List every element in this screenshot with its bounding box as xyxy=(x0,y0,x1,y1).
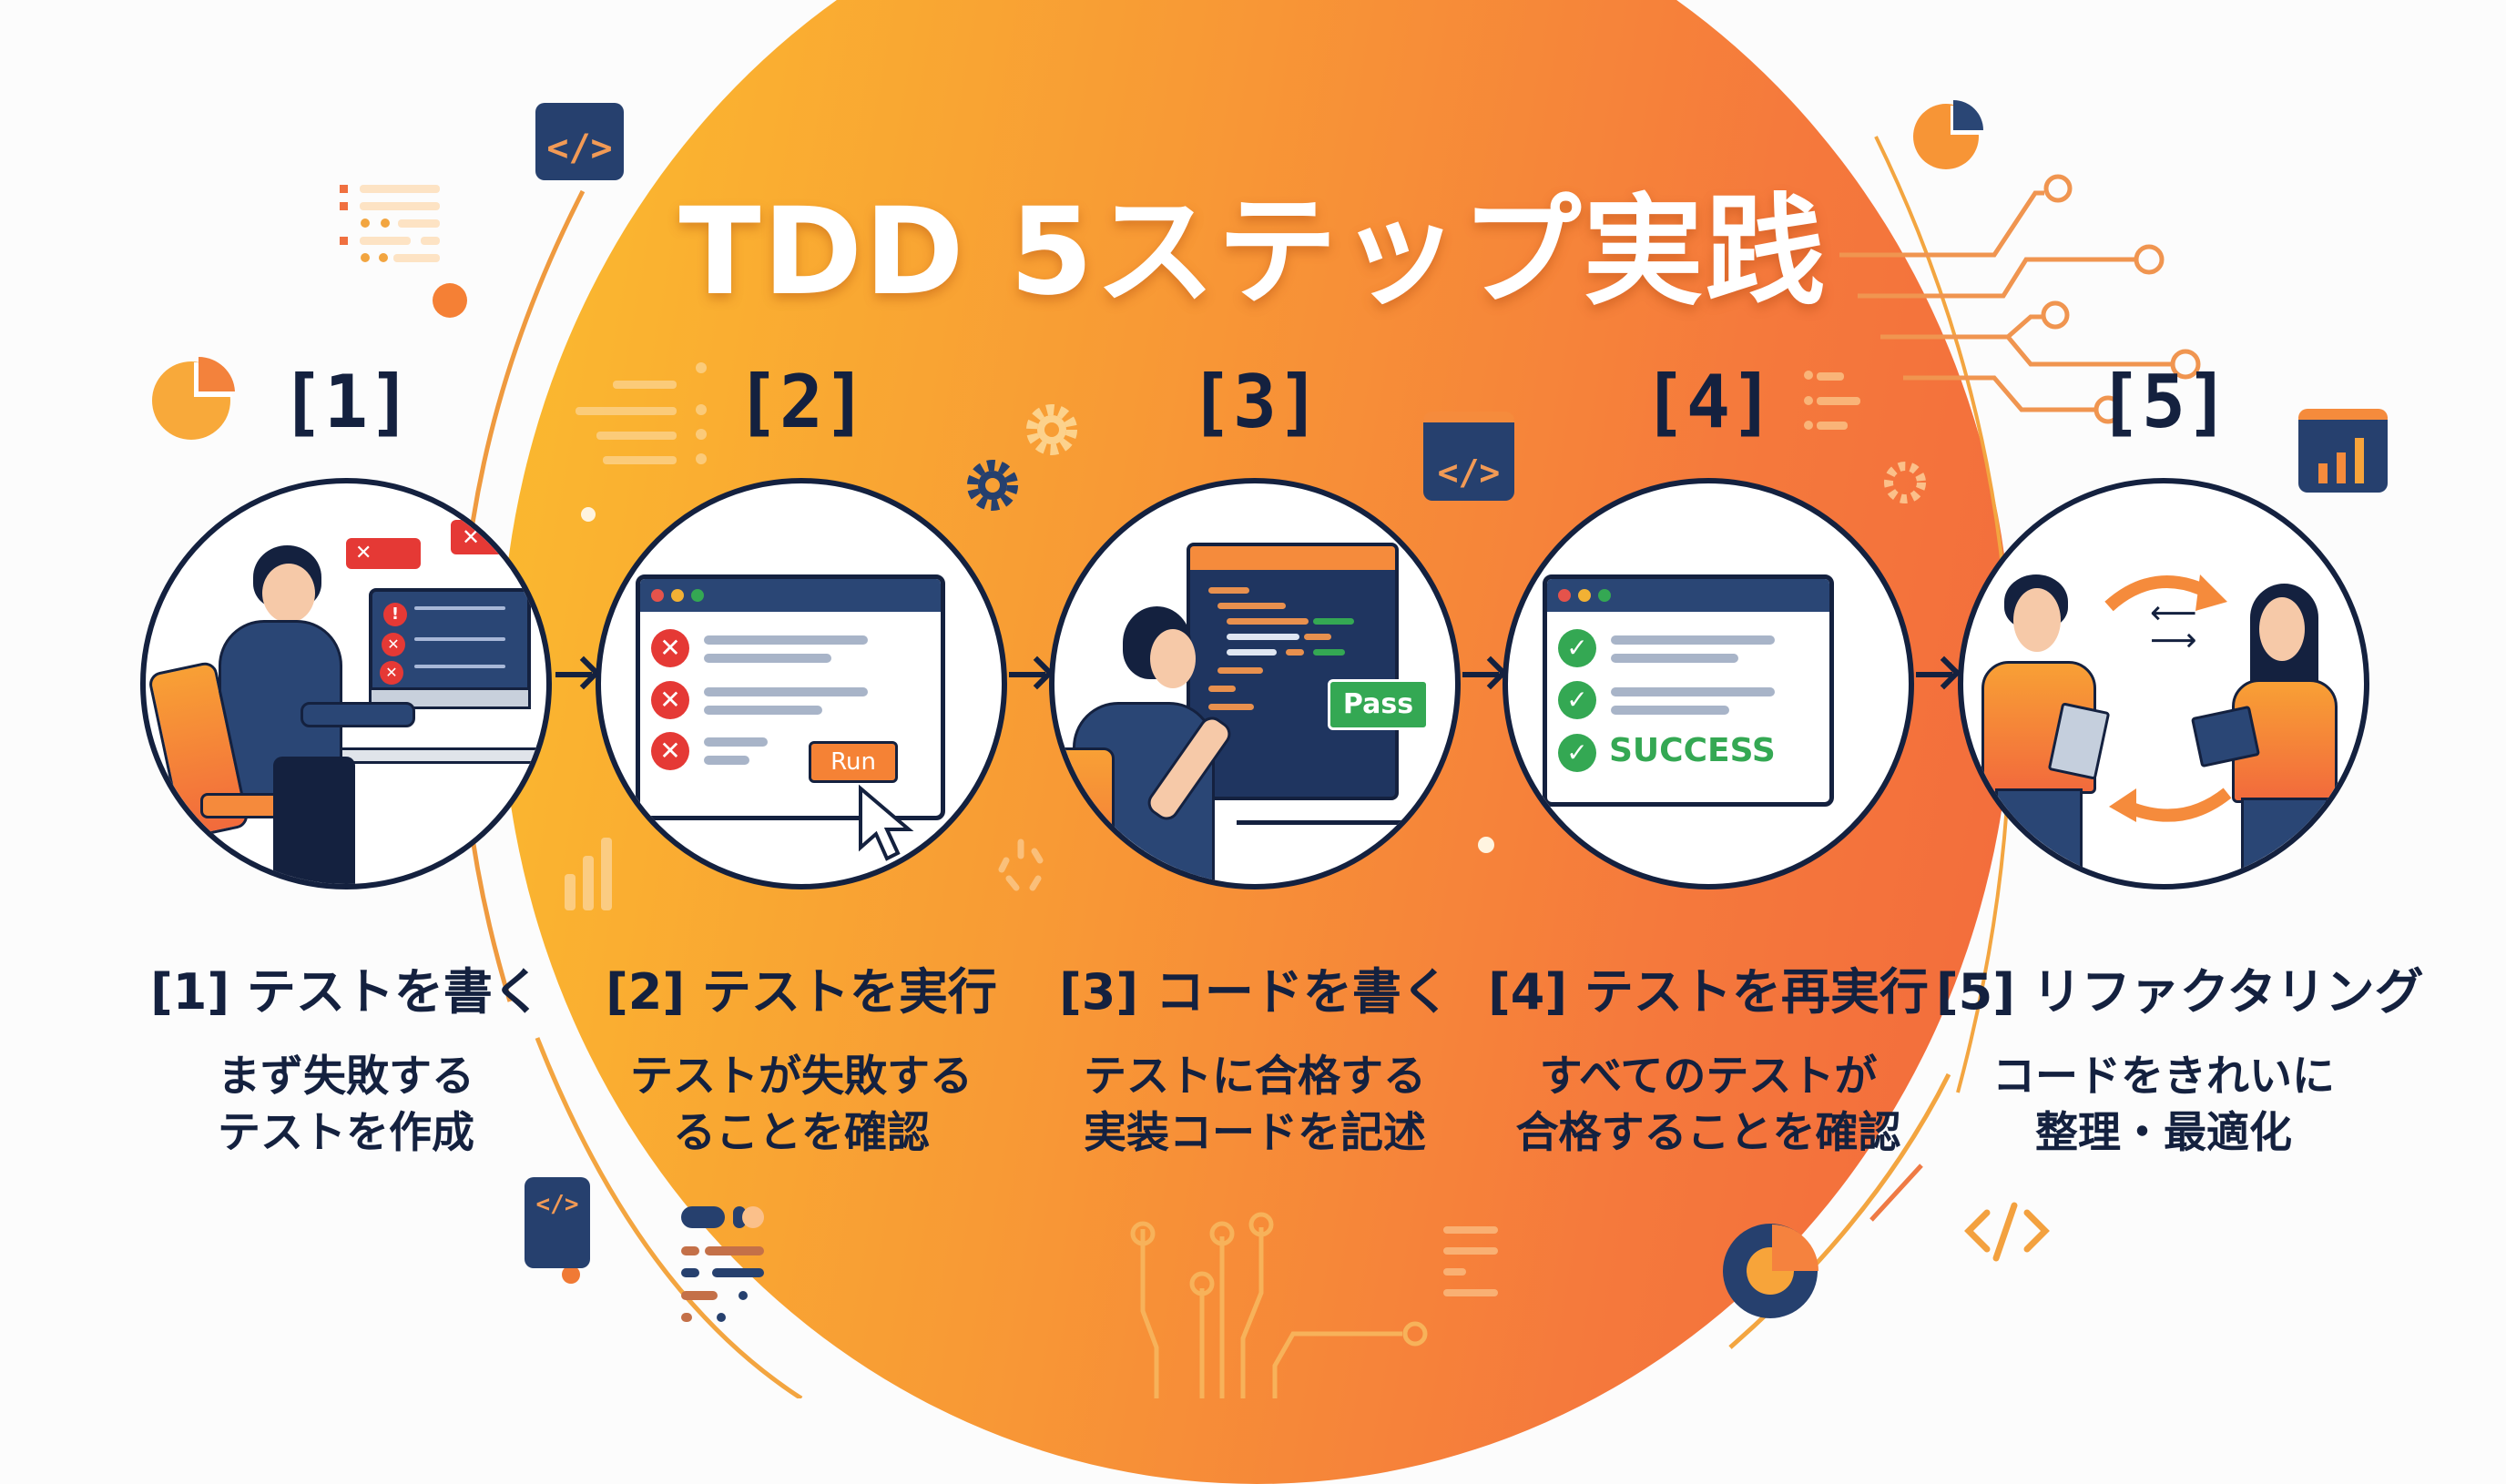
cycle-arrows-icon xyxy=(2104,574,2232,822)
x-mark-icon: ✕ xyxy=(382,633,405,656)
x-mark-icon: ✕ xyxy=(380,661,403,685)
step-5-description: コードをきれいに整理・最適化 xyxy=(1992,1052,2335,1158)
step-number-3: [3] xyxy=(1188,360,1321,444)
monitor: ! ✕ ✕ xyxy=(369,588,531,709)
arrow-right-icon xyxy=(1916,672,1952,677)
code-editor xyxy=(1187,543,1399,800)
check-icon: ✓ xyxy=(1558,629,1596,667)
code-glyph-bottom-right xyxy=(1964,1202,2050,1262)
step-1-title: [1] テストを書く xyxy=(150,963,542,1021)
step-4-title: [4] テストを再実行 xyxy=(1488,963,1929,1021)
check-icon: ✓ xyxy=(1558,681,1596,719)
step-2-description: テストが失敗するることを確認 xyxy=(630,1052,973,1158)
swap-arrows-icon: ⟵⟶ xyxy=(2150,595,2197,659)
step-5-illustration: ⟵⟶ xyxy=(1958,478,2369,889)
arrow-right-icon xyxy=(1462,672,1499,677)
arrow-right-icon xyxy=(555,672,592,677)
step-number-1: [1] xyxy=(280,360,413,444)
arrow-right-icon xyxy=(1009,672,1045,677)
step-1-illustration: ! ✕ ✕ ✕ ✕ xyxy=(140,478,552,889)
results-window: ✓ ✓ ✓ SUCCESS xyxy=(1543,574,1834,807)
step-2-caption: [2] テストを実行 テストが失敗するることを確認 xyxy=(574,951,1029,1162)
step-number-2: [2] xyxy=(735,360,868,444)
gear-decor-1 xyxy=(967,460,1018,511)
code-file-icon: </> xyxy=(525,1177,590,1268)
x-mark-icon: ✕ xyxy=(651,681,689,719)
step-2-title: [2] テストを実行 xyxy=(606,963,997,1021)
step-number-5: [5] xyxy=(2097,360,2230,444)
error-bubble: ✕ xyxy=(451,520,546,554)
check-icon: ✓ xyxy=(1558,734,1596,772)
step-2-illustration: ✕ ✕ ✕ Run xyxy=(596,478,1007,889)
pie-chart-right xyxy=(1913,100,1983,169)
step-1-caption: [1] テストを書く まず失敗するテストを作成 xyxy=(118,951,574,1162)
page-title: TDD 5ステップ実践 xyxy=(678,182,1828,322)
x-mark-icon: ✕ xyxy=(651,629,689,667)
x-mark-icon: ✕ xyxy=(651,732,689,770)
step-4-illustration: ✓ ✓ ✓ SUCCESS xyxy=(1503,478,1914,889)
error-bubble: ✕ xyxy=(346,538,421,569)
bar-chart-window-icon xyxy=(2298,409,2388,493)
pie-chart-left xyxy=(152,356,235,440)
step-3-title: [3] コードを書く xyxy=(1059,963,1451,1021)
code-window-icon-mid: </> xyxy=(1423,412,1514,501)
donut-chart-bottom xyxy=(1723,1224,1818,1318)
step-3-caption: [3] コードを書く テストに合格する実装コードを記述 xyxy=(1027,951,1482,1162)
cursor-icon xyxy=(859,784,914,861)
step-5-caption: [5] リファクタリング コードをきれいに整理・最適化 xyxy=(1936,951,2424,1162)
step-number-4: [4] xyxy=(1642,360,1775,444)
step-1-description: まず失敗するテストを作成 xyxy=(218,1052,474,1158)
step-5-title: [5] リファクタリング xyxy=(1936,963,2424,1021)
run-button[interactable]: Run xyxy=(809,741,898,783)
step-3-illustration: Pass xyxy=(1049,478,1461,889)
step-4-caption: [4] テストを再実行 すべてのテストが合格することを確認 xyxy=(1481,951,1936,1162)
test-window: ✕ ✕ ✕ Run xyxy=(636,574,945,820)
code-window-icon-top-left: </> xyxy=(535,103,624,180)
step-4-description: すべてのテストが合格することを確認 xyxy=(1515,1052,1901,1158)
decorative-arcs xyxy=(152,100,2201,1398)
alert-icon: ! xyxy=(383,603,407,626)
step-3-description: テストに合格する実装コードを記述 xyxy=(1084,1052,1426,1158)
success-status: SUCCESS xyxy=(1609,732,1776,769)
pass-badge: Pass xyxy=(1328,679,1429,730)
